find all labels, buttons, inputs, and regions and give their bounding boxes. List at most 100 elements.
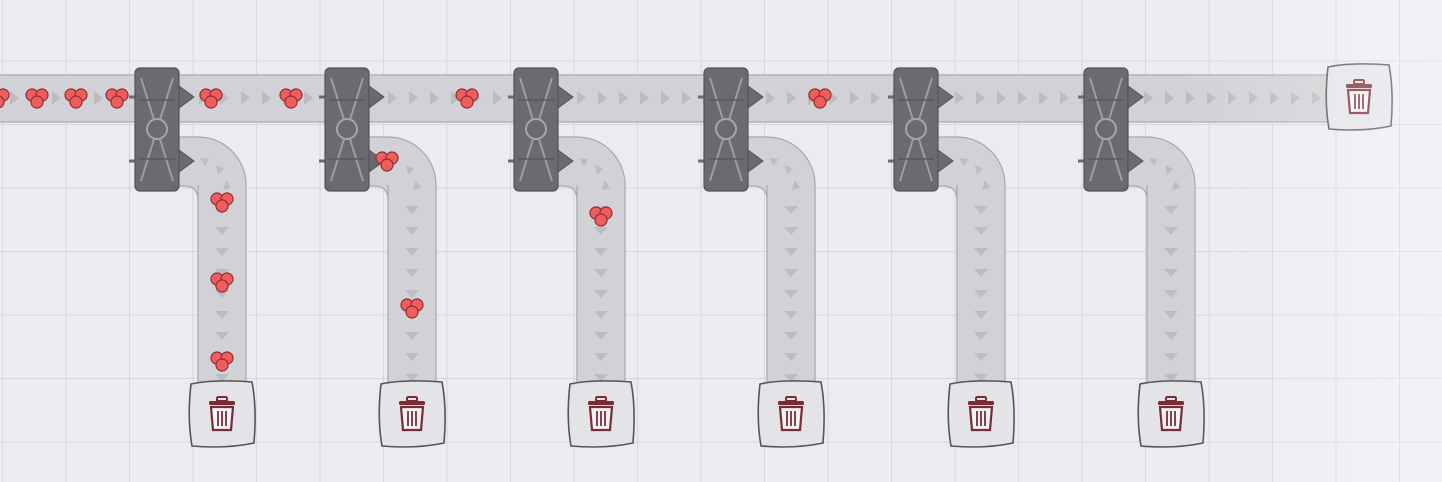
branch-conveyor-belt[interactable] xyxy=(915,136,1006,386)
red-berry-cluster-icon xyxy=(0,88,10,109)
belt-arrow-right xyxy=(1144,91,1153,105)
belt-arrow-right xyxy=(1186,91,1195,105)
belt-arrow-down xyxy=(405,353,419,361)
trash-icon xyxy=(1346,79,1372,115)
belt-arrow-right xyxy=(94,91,103,105)
belt-arrow-right xyxy=(388,91,397,105)
belt-arrow-right xyxy=(1018,91,1027,105)
splitter-hub xyxy=(525,118,547,140)
belt-arrow-right xyxy=(766,91,775,105)
berry xyxy=(69,95,83,109)
belt-arrow xyxy=(200,158,209,166)
splitter-divider xyxy=(139,99,175,160)
trash-icon xyxy=(209,396,235,432)
trash-lid xyxy=(968,401,994,405)
belt-arrow xyxy=(223,180,231,190)
red-berry-cluster-icon xyxy=(455,88,479,109)
belt-arrow-right xyxy=(955,91,964,105)
trash-bin[interactable] xyxy=(378,380,446,448)
trash-lid xyxy=(1346,84,1372,88)
trash-icon xyxy=(588,396,614,432)
belt-arrow-down xyxy=(974,248,988,256)
belt-arrow-right xyxy=(409,91,418,105)
splitter-machine[interactable] xyxy=(1078,67,1144,192)
trash-bin[interactable] xyxy=(757,380,825,448)
belt-arrow-right xyxy=(493,91,502,105)
red-berry-cluster-icon xyxy=(210,272,234,293)
belt-arrow-right xyxy=(1060,91,1069,105)
belt-arrow xyxy=(792,180,800,190)
belt-arrow-down xyxy=(1164,290,1178,298)
belt-arrow-down xyxy=(594,311,608,319)
splitter-machine[interactable] xyxy=(698,67,764,192)
belt-arrow-down xyxy=(215,311,229,319)
belt-arrow-down xyxy=(974,332,988,340)
belt-arrow-right xyxy=(850,91,859,105)
trash-bin[interactable] xyxy=(567,380,635,448)
belt-arrow xyxy=(1165,165,1173,175)
trash-handle xyxy=(406,396,418,402)
belt-arrow-right xyxy=(451,91,460,105)
splitter-machine[interactable] xyxy=(888,67,954,192)
belt-arrow xyxy=(595,165,603,175)
belt-arrow-down xyxy=(1164,227,1178,235)
belt-arrow-right xyxy=(661,91,670,105)
belt-arrow-down xyxy=(405,227,419,235)
trash-bin[interactable] xyxy=(188,380,256,448)
belt-arrow xyxy=(579,158,588,166)
belt-arrow-down xyxy=(594,290,608,298)
trash-lid xyxy=(1158,401,1184,405)
splitter-machine[interactable] xyxy=(508,67,574,192)
belt-arrow xyxy=(406,165,414,175)
belt-arrow-down xyxy=(974,311,988,319)
belt-arrow-down xyxy=(215,290,229,298)
trash-bin[interactable] xyxy=(1325,63,1393,131)
belt-arrow-down xyxy=(1164,332,1178,340)
belt-arrow-down xyxy=(974,227,988,235)
belt-arrow xyxy=(1172,180,1180,190)
splitter-divider xyxy=(518,99,554,160)
belt-arrow-down xyxy=(1164,353,1178,361)
belt-arrow-down xyxy=(405,374,419,382)
branch-conveyor-belt[interactable] xyxy=(725,136,816,386)
belt-body xyxy=(915,136,1006,386)
belt-arrow-right xyxy=(304,91,313,105)
belt-arrow-down xyxy=(215,248,229,256)
berry xyxy=(284,95,298,109)
belt-arrow-right xyxy=(1270,91,1279,105)
belt-arrow-down xyxy=(1164,374,1178,382)
belt-arrow-down xyxy=(405,248,419,256)
trash-bin[interactable] xyxy=(947,380,1015,448)
trash-bin[interactable] xyxy=(1137,380,1205,448)
belt-arrow xyxy=(982,180,990,190)
berry xyxy=(813,95,827,109)
belt-arrow-right xyxy=(598,91,607,105)
red-berry-cluster-icon xyxy=(210,351,234,372)
belt-arrow-right xyxy=(640,91,649,105)
splitter-divider xyxy=(1088,99,1124,160)
belt-body xyxy=(535,136,626,386)
berry xyxy=(460,95,474,109)
splitter-machine[interactable] xyxy=(129,67,195,192)
belt-arrow xyxy=(602,180,610,190)
splitter-hub xyxy=(336,118,358,140)
belt-arrow-right xyxy=(619,91,628,105)
belt-arrow-right xyxy=(871,91,880,105)
belt-arrow-down xyxy=(1164,206,1178,214)
belt-body xyxy=(1105,136,1196,386)
branch-conveyor-belt[interactable] xyxy=(1105,136,1196,386)
belt-arrow-down xyxy=(405,206,419,214)
belt-arrow-down xyxy=(215,374,229,382)
belt-arrow-right xyxy=(787,91,796,105)
trash-handle xyxy=(975,396,987,402)
belt-arrow-down xyxy=(1164,248,1178,256)
red-berry-cluster-icon xyxy=(400,298,424,319)
belt-arrow-down xyxy=(974,374,988,382)
belt-arrow-down xyxy=(215,227,229,235)
belt-arrow-down xyxy=(974,269,988,277)
belt-arrow-down xyxy=(594,227,608,235)
belt-arrow-down xyxy=(784,206,798,214)
splitter-machine[interactable] xyxy=(319,67,385,192)
belt-arrow-right xyxy=(10,91,19,105)
